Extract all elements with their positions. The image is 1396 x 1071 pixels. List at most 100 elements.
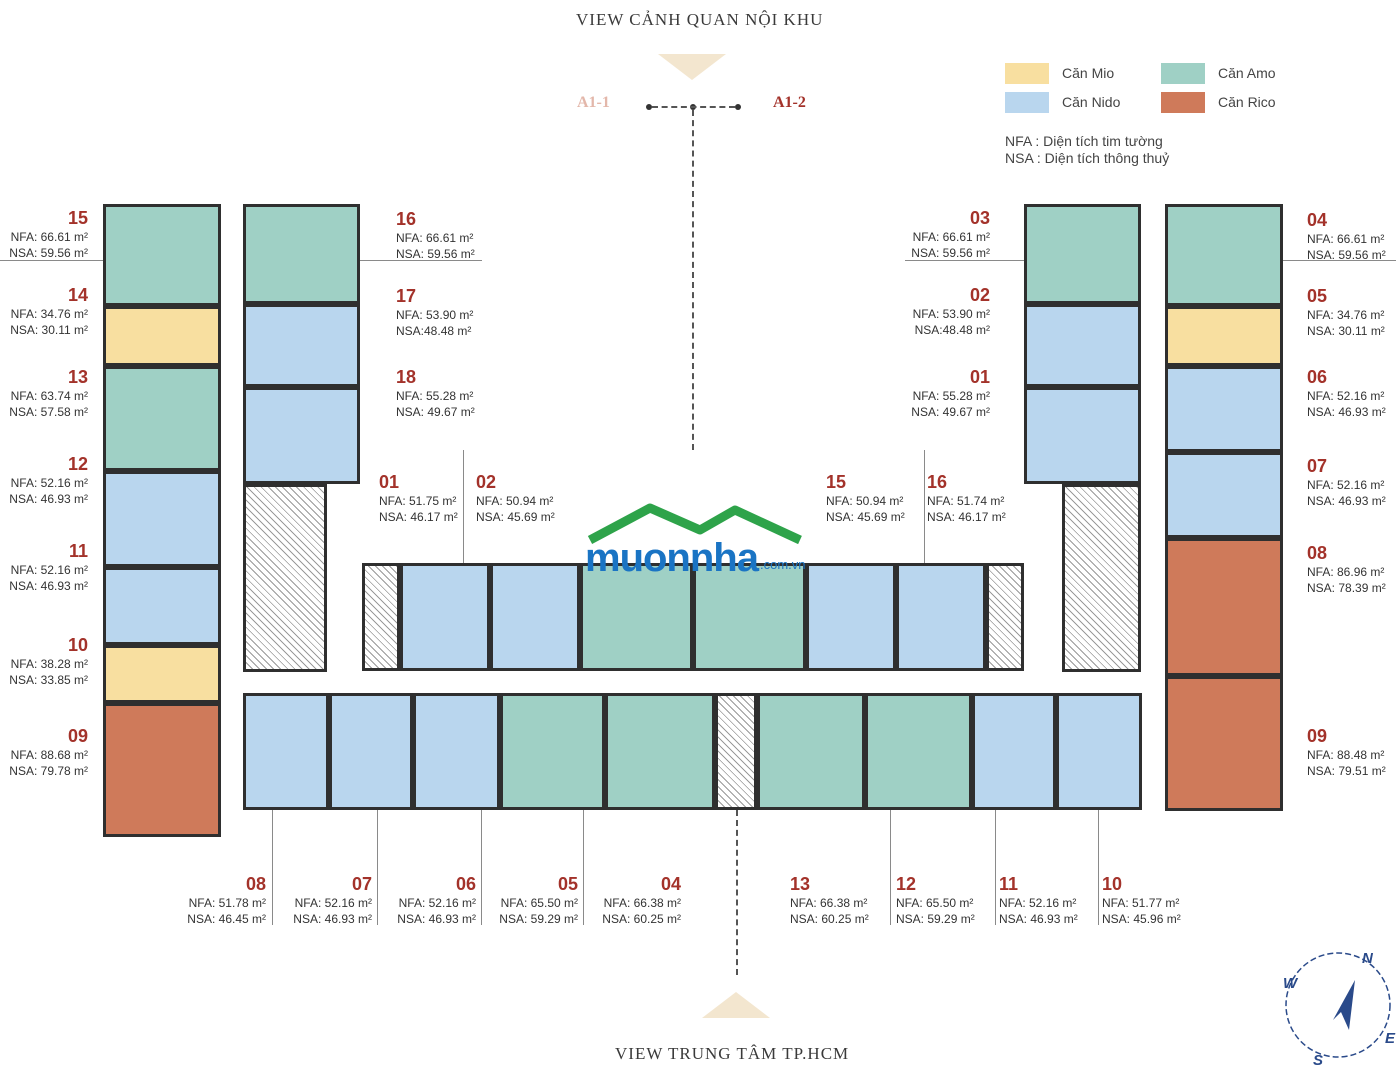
axis-line-top (692, 110, 694, 450)
unit-plan-b07 (329, 693, 413, 810)
bottom-view-arrow (702, 992, 770, 1018)
unit-number: 08 (1307, 543, 1328, 563)
unit-number: 11 (999, 874, 1019, 894)
unit-label-b05: 05 NFA: 65.50 m² NSA: 59.29 m² (499, 874, 578, 927)
unit-nfa: NFA: 34.76 m² (10, 307, 88, 321)
unit-nfa: NFA: 55.28 m² (912, 389, 990, 403)
unit-nsa: NSA: 79.51 m² (1307, 764, 1386, 778)
unit-nsa: NSA: 57.58 m² (9, 405, 88, 419)
unit-number: 02 (969, 285, 990, 305)
compass-rose-icon (1285, 952, 1391, 1058)
tower-a1-1-label: A1-1 (577, 94, 610, 111)
unit-number: 09 (1307, 726, 1328, 746)
unit-plan-r06 (1165, 366, 1283, 452)
unit-nsa: NSA: 59.56 m² (911, 246, 990, 260)
core-stair-center (715, 693, 757, 810)
unit-nfa: NFA: 53.90 m² (396, 308, 474, 322)
unit-nfa: NFA: 66.61 m² (1307, 232, 1385, 246)
tower-divider-line (652, 106, 735, 108)
leader-line (377, 810, 378, 925)
unit-nsa: NSA: 59.29 m² (499, 912, 578, 926)
unit-nsa: NSA: 46.93 m² (1307, 494, 1386, 508)
leader-line (890, 810, 891, 925)
unit-plan-b05 (500, 693, 605, 810)
unit-label-l15: 15 NFA: 66.61 m² NSA: 59.56 m² (9, 208, 88, 261)
leader-line (360, 260, 482, 261)
unit-plan-l15 (103, 204, 221, 306)
unit-nsa: NSA: 45.69 m² (476, 510, 555, 524)
watermark-brand: muonnha (585, 536, 759, 580)
compass-w: W (1283, 975, 1298, 992)
unit-plan-l09 (103, 703, 221, 837)
unit-nfa: NFA: 86.96 m² (1307, 565, 1385, 579)
unit-number: 03 (969, 208, 990, 228)
unit-nfa: NFA: 52.16 m² (10, 476, 88, 490)
unit-nfa: NFA: 55.28 m² (396, 389, 474, 403)
compass-n: N (1362, 950, 1373, 967)
unit-number: 18 (396, 367, 417, 387)
unit-nsa: NSA: 45.96 m² (1102, 912, 1181, 926)
unit-number: 06 (455, 874, 476, 894)
leader-line (583, 810, 584, 925)
unit-plan-r09 (1165, 676, 1283, 811)
unit-number: 04 (1307, 210, 1328, 230)
unit-plan-l13 (103, 366, 221, 471)
unit-plan-b08 (243, 693, 329, 810)
unit-nfa: NFA: 52.16 m² (999, 896, 1077, 910)
unit-nfa: NFA: 51.78 m² (188, 896, 266, 910)
legend-label-rico: Căn Rico (1218, 94, 1276, 110)
unit-nfa: NFA: 65.50 m² (500, 896, 578, 910)
unit-number: 01 (969, 367, 990, 387)
note-nsa: NSA : Diện tích thông thuỷ (1005, 150, 1170, 166)
unit-label-l01: 01 NFA: 51.75 m² NSA: 46.17 m² (379, 472, 458, 525)
unit-number: 06 (1307, 367, 1328, 387)
unit-number: 11 (68, 541, 88, 561)
unit-plan-l16 (243, 204, 360, 304)
unit-label-l10: 10 NFA: 38.28 m² NSA: 33.85 m² (9, 635, 88, 688)
unit-plan-r03 (1024, 204, 1141, 304)
unit-label-b13: 13 NFA: 66.38 m² NSA: 60.25 m² (790, 874, 869, 927)
unit-nfa: NFA: 34.76 m² (1307, 308, 1385, 322)
unit-number: 05 (557, 874, 578, 894)
unit-nfa: NFA: 88.48 m² (1307, 748, 1385, 762)
legend-swatch-nido (1005, 92, 1049, 113)
unit-nsa: NSA: 46.93 m² (397, 912, 476, 926)
unit-label-r05: 05 NFA: 34.76 m² NSA: 30.11 m² (1307, 286, 1385, 339)
core-stair-left (243, 484, 327, 672)
unit-plan-l14 (103, 306, 221, 366)
unit-plan-l02 (490, 563, 580, 671)
unit-label-l16: 16 NFA: 66.61 m² NSA: 59.56 m² (396, 209, 475, 262)
unit-plan-r02 (1024, 304, 1141, 387)
unit-label-l14: 14 NFA: 34.76 m² NSA: 30.11 m² (10, 285, 88, 338)
leader-line (995, 810, 996, 925)
unit-nsa: NSA: 78.39 m² (1307, 581, 1386, 595)
unit-label-r04: 04 NFA: 66.61 m² NSA: 59.56 m² (1307, 210, 1386, 263)
unit-plan-l11 (103, 567, 221, 645)
unit-label-r02: 02 NFA: 53.90 m² NSA:48.48 m² (913, 285, 990, 338)
unit-nfa: NFA: 50.94 m² (826, 494, 904, 508)
unit-number: 14 (67, 285, 88, 305)
unit-nsa: NSA: 59.29 m² (896, 912, 975, 926)
leader-line (1098, 810, 1099, 925)
unit-nsa: NSA: 46.93 m² (293, 912, 372, 926)
tower-divider-dot (646, 104, 652, 110)
leader-line (272, 810, 273, 925)
unit-plan-l03 (580, 563, 693, 671)
leader-line (463, 450, 464, 563)
unit-nsa: NSA: 30.11 m² (10, 323, 88, 337)
leader-line (905, 260, 1024, 261)
unit-label-r03: 03 NFA: 66.61 m² NSA: 59.56 m² (911, 208, 990, 261)
leader-line (0, 260, 103, 261)
unit-number: 02 (476, 472, 497, 492)
compass-e: E (1385, 1030, 1396, 1047)
unit-nfa: NFA: 52.16 m² (294, 896, 372, 910)
unit-label-b11: 11 NFA: 52.16 m² NSA: 46.93 m² (999, 874, 1078, 927)
unit-nfa: NFA: 53.90 m² (912, 307, 990, 321)
legend-swatch-rico (1161, 92, 1205, 113)
unit-nsa: NSA: 59.56 m² (9, 246, 88, 260)
unit-nfa: NFA: 51.75 m² (379, 494, 457, 508)
unit-label-r06: 06 NFA: 52.16 m² NSA: 46.93 m² (1307, 367, 1386, 420)
unit-plan-b06 (413, 693, 500, 810)
unit-nfa: NFA: 66.38 m² (603, 896, 681, 910)
unit-number: 08 (245, 874, 266, 894)
